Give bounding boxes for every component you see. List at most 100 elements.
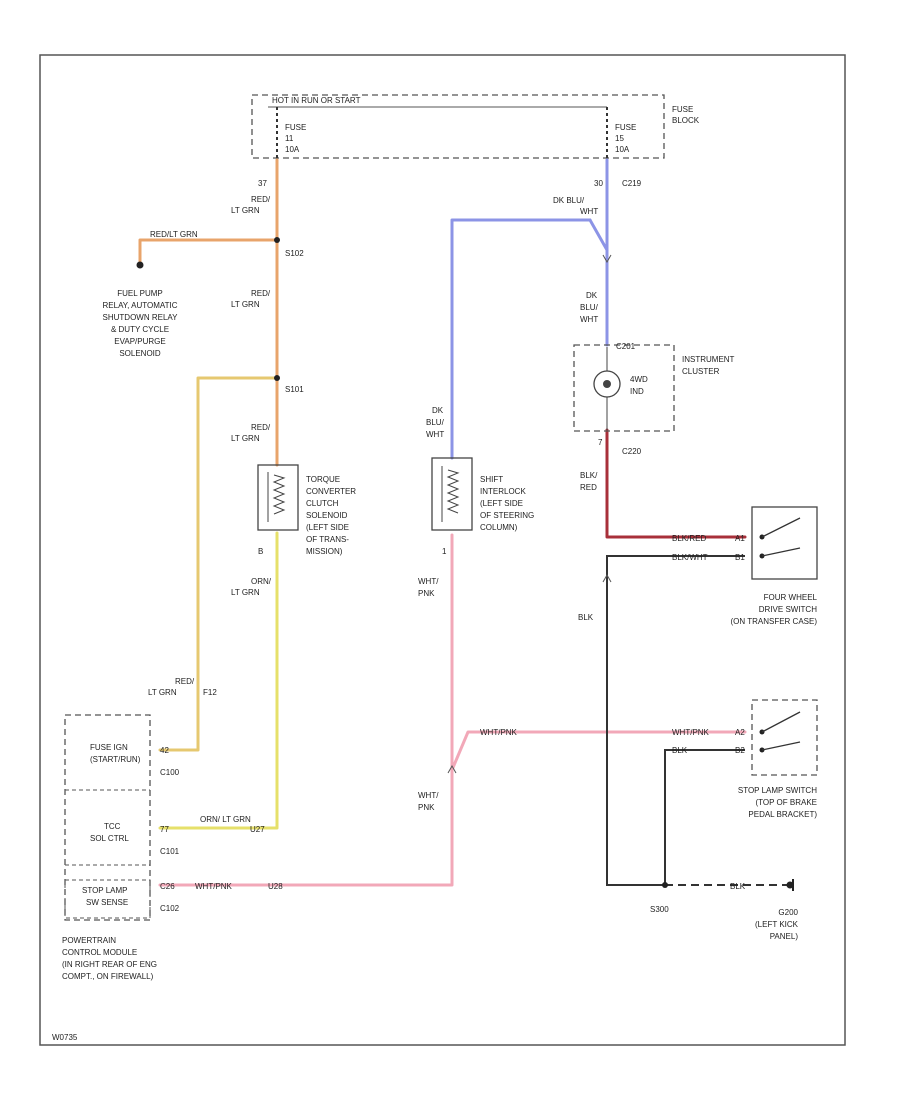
- svg-text:POWERTRAIN: POWERTRAIN: [62, 936, 116, 945]
- pin-1-label: 1: [442, 547, 447, 556]
- wire-dk-blu-wht-cl-b: BLU/: [580, 303, 599, 312]
- svg-text:(LEFT SIDE: (LEFT SIDE: [480, 499, 523, 508]
- fuse-15-rating: 10A: [615, 145, 630, 154]
- connector-c219-mark: [602, 254, 612, 264]
- pin-b-label: B: [258, 547, 263, 556]
- powertrain-control-module: [64, 714, 151, 921]
- wire-wht-pnk-1a: WHT/: [418, 577, 439, 586]
- wire-blk-stop: [664, 749, 745, 885]
- svg-text:(LEFT KICK: (LEFT KICK: [755, 920, 799, 929]
- fuse-11-name: FUSE: [285, 123, 306, 132]
- svg-text:CONTROL MODULE: CONTROL MODULE: [62, 948, 137, 957]
- wire-blk-label: BLK: [578, 613, 594, 622]
- lamp-label: 4WD IND: [630, 375, 648, 396]
- pin-c26-label: C26: [160, 882, 175, 891]
- connector-c220-mark: [602, 573, 612, 583]
- svg-text:COLUMN): COLUMN): [480, 523, 518, 532]
- wire-blk-red-switch: BLK/RED: [672, 534, 706, 543]
- wire-dk-blu-wht-l-a: DK: [432, 406, 444, 415]
- wire-wht-pnk-top: WHT/PNK: [480, 728, 518, 737]
- svg-text:C100: C100: [160, 768, 180, 777]
- wire-blk-ground-label: BLK: [730, 882, 746, 891]
- fuel-pump-terminal: [136, 261, 144, 269]
- svg-text:SOLENOID: SOLENOID: [306, 511, 348, 520]
- wire-blk-red-b: RED: [580, 483, 597, 492]
- svg-text:PANEL): PANEL): [770, 932, 799, 941]
- splice-s101-label: S101: [285, 385, 304, 394]
- wire-dk-blu-wht-cl-c: WHT: [580, 315, 598, 324]
- shift-interlock: [431, 457, 473, 531]
- pin-a1-label: A1: [735, 534, 745, 543]
- wire-red-lt-grn-1b: LT GRN: [231, 206, 260, 215]
- fuse-block-label-1: FUSE: [672, 105, 693, 114]
- connector-c201-cluster-label: C201: [616, 342, 636, 351]
- svg-text:SOL CTRL: SOL CTRL: [90, 834, 129, 843]
- wire-wht-pnk-2a: WHT/: [418, 791, 439, 800]
- wire-red-lt-grn-top: RED/LT GRN: [150, 230, 198, 239]
- svg-text:RELAY, AUTOMATIC: RELAY, AUTOMATIC: [103, 301, 178, 310]
- wire-37-label: 37: [258, 179, 267, 188]
- connector-f12-label: F12: [203, 688, 217, 697]
- four-wheel-drive-switch: [751, 506, 818, 580]
- pcm-row-fuse-ign: FUSE IGN (START/RUN) C100: [90, 743, 180, 777]
- pin-a2-label: A2: [735, 728, 745, 737]
- wire-red-lt-grn-2b: LT GRN: [231, 300, 260, 309]
- pin-b1-label: B1: [735, 553, 745, 562]
- pcm-label: POWERTRAIN CONTROL MODULE (IN RIGHT REAR…: [62, 936, 157, 981]
- wire-red-lt-grn-3a: RED/: [251, 423, 271, 432]
- wire-wht-pnk-switch-label: WHT/PNK: [672, 728, 710, 737]
- splice-s102-label: S102: [285, 249, 304, 258]
- splice-s102: [274, 237, 280, 243]
- pin-u27-label: U27: [250, 825, 265, 834]
- svg-text:SOLENOID: SOLENOID: [119, 349, 161, 358]
- svg-text:4WD: 4WD: [630, 375, 648, 384]
- wire-blk-red-a: BLK/: [580, 471, 598, 480]
- pin-u28-label: U28: [268, 882, 283, 891]
- svg-text:& DUTY CYCLE: & DUTY CYCLE: [111, 325, 169, 334]
- svg-text:COMPT., ON FIREWALL): COMPT., ON FIREWALL): [62, 972, 154, 981]
- svg-text:CLUSTER: CLUSTER: [682, 367, 720, 376]
- pin-7-label: 7: [598, 438, 603, 447]
- svg-text:FUSE IGN: FUSE IGN: [90, 743, 128, 752]
- svg-text:G200: G200: [778, 908, 798, 917]
- instrument-cluster: [573, 344, 675, 432]
- connector-c219-label: C219: [622, 179, 642, 188]
- svg-text:(START/RUN): (START/RUN): [90, 755, 141, 764]
- pin-b2-label: B2: [735, 746, 745, 755]
- svg-text:OF TRANS-: OF TRANS-: [306, 535, 349, 544]
- tcc-label: TORQUE CONVERTER CLUTCH SOLENOID (LEFT S…: [306, 475, 356, 556]
- svg-text:(IN RIGHT REAR OF ENG: (IN RIGHT REAR OF ENG: [62, 960, 157, 969]
- svg-text:OF STEERING: OF STEERING: [480, 511, 534, 520]
- svg-text:FOUR WHEEL: FOUR WHEEL: [764, 593, 818, 602]
- pcm-row-tcc: TCC SOL CTRL C101: [90, 822, 180, 856]
- svg-text:SHIFT: SHIFT: [480, 475, 503, 484]
- pin-42-label: 42: [160, 746, 169, 755]
- wire-wht-pnk-2b: PNK: [418, 803, 435, 812]
- cluster-label: INSTRUMENT CLUSTER: [682, 355, 735, 376]
- svg-text:INTERLOCK: INTERLOCK: [480, 487, 526, 496]
- stop-lamp-switch-label: STOP LAMP SWITCH (TOP OF BRAKE PEDAL BRA…: [738, 786, 817, 819]
- fuse-15-number: 15: [615, 134, 624, 143]
- wire-red-lt-grn-pcm: [158, 376, 279, 752]
- svg-text:STOP LAMP SWITCH: STOP LAMP SWITCH: [738, 786, 817, 795]
- svg-text:(TOP OF BRAKE: (TOP OF BRAKE: [756, 798, 818, 807]
- interlock-label: SHIFT INTERLOCK (LEFT SIDE OF STEERING C…: [480, 475, 534, 532]
- wire-blk-red: [605, 428, 747, 539]
- wire-red-lt-grn-4b: LT GRN: [148, 688, 177, 697]
- wire-orn-lt-grn: [158, 531, 279, 830]
- svg-text:C102: C102: [160, 904, 180, 913]
- four-wheel-drive-switch-label: FOUR WHEEL DRIVE SWITCH (ON TRANSFER CAS…: [730, 593, 817, 626]
- svg-text:DRIVE SWITCH: DRIVE SWITCH: [759, 605, 817, 614]
- wire-dk-blu-wht-join: [588, 218, 609, 252]
- wire-blk-switch-label: BLK: [672, 746, 688, 755]
- fuse-11-number: 11: [285, 134, 294, 143]
- connector-c220-cluster-label: C220: [622, 447, 642, 456]
- svg-text:CONVERTER: CONVERTER: [306, 487, 356, 496]
- ground-g200-terminal: [786, 881, 794, 889]
- wire-dk-blu-wht-interlock: [450, 218, 592, 460]
- wire-dk-blu-wht-top-b: WHT: [580, 207, 598, 216]
- svg-text:FUEL PUMP: FUEL PUMP: [117, 289, 163, 298]
- splice-s101: [274, 375, 280, 381]
- splice-s300: [662, 882, 668, 888]
